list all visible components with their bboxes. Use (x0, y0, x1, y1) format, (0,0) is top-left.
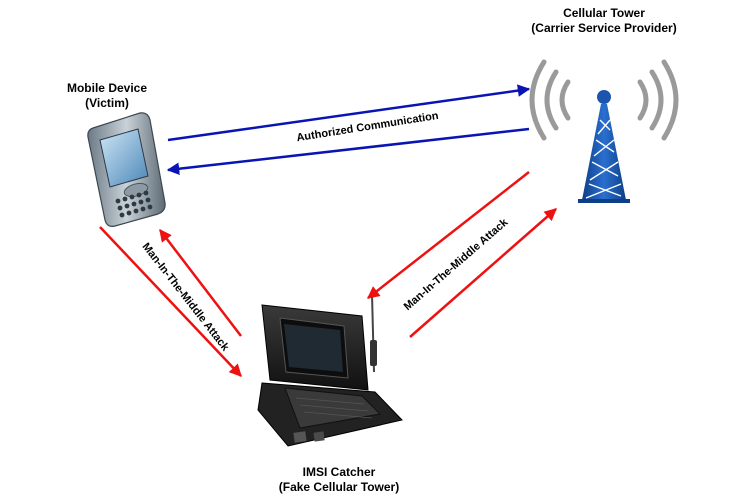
edge-authorized: Authorized Communication (166, 84, 531, 175)
authorized-label: Authorized Communication (296, 110, 440, 144)
authorized-arrow-to-mobile (166, 127, 530, 175)
node-imsi-label: IMSI Catcher (Fake Cellular Tower) (279, 465, 399, 494)
tower-subtitle: (Carrier Service Provider) (531, 21, 676, 35)
edge-mitm-left: Man-In-The-Middle Attack (99, 226, 242, 377)
imsi-subtitle: (Fake Cellular Tower) (279, 480, 399, 494)
authorized-arrow-to-tower (167, 84, 531, 142)
edge-mitm-right: Man-In-The-Middle Attack (367, 171, 557, 338)
mitm-right-arrow-to-tower (409, 208, 557, 338)
node-tower-label: Cellular Tower (Carrier Service Provider… (531, 6, 676, 35)
mobile-title: Mobile Device (67, 81, 147, 95)
tower-title: Cellular Tower (563, 6, 645, 20)
mitm-left-arrow-to-mobile (159, 229, 242, 337)
mitm-left-label: Man-In-The-Middle Attack (140, 241, 232, 354)
mitm-left-arrow-to-imsi (99, 226, 242, 377)
node-mobile-label: Mobile Device (Victim) (67, 81, 147, 110)
imsi-catcher-icon (257, 293, 403, 447)
cell-tower-icon (529, 59, 679, 203)
mitm-right-arrow-to-imsi (367, 171, 530, 299)
imsi-title: IMSI Catcher (303, 465, 376, 479)
mobile-subtitle: (Victim) (85, 96, 129, 110)
mobile-phone-icon (87, 112, 166, 227)
